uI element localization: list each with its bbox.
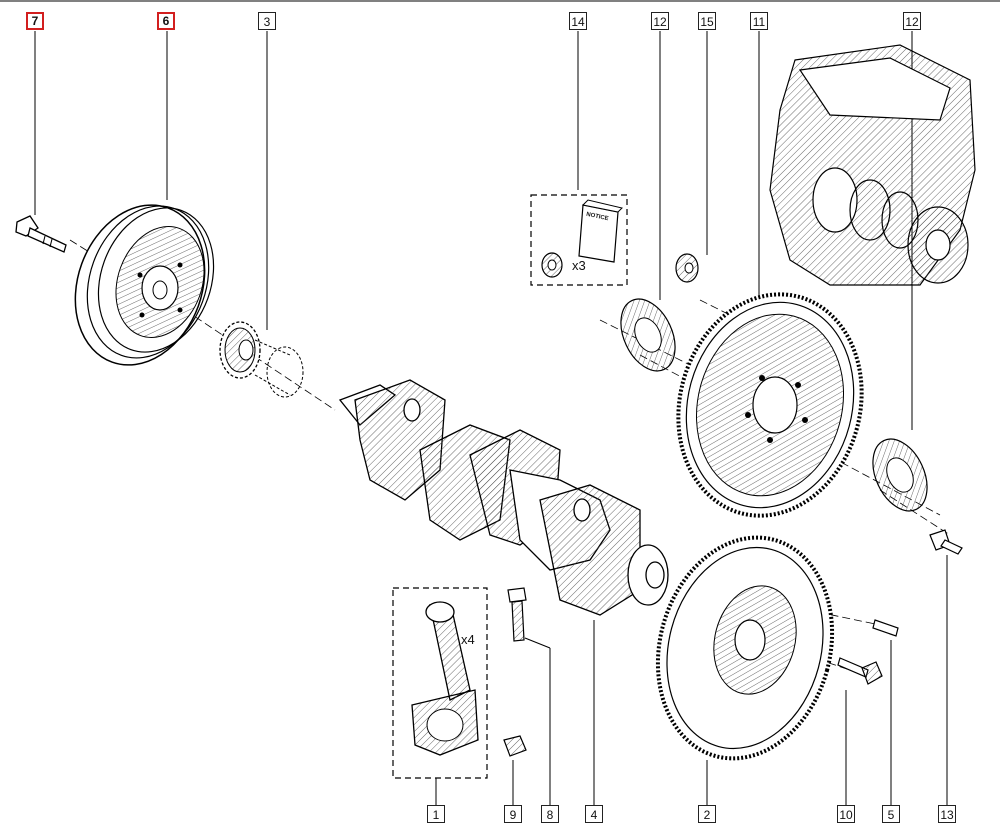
shim-plate-rear [872,438,928,512]
callout-1[interactable]: 1 [427,805,445,823]
flywheel-bolt [929,529,963,555]
callout-11[interactable]: 11 [750,12,768,30]
timing-sprocket [219,321,304,398]
rod-quantity-label: x4 [461,632,475,647]
bearing-kit [530,194,628,286]
pulley-bolt [15,215,67,253]
callout-6-highlighted[interactable]: 6 [157,12,175,30]
callout-7-highlighted[interactable]: 7 [26,12,44,30]
callout-4[interactable]: 4 [585,805,603,823]
kit-quantity-label: x3 [572,258,586,273]
callout-14[interactable]: 14 [569,12,587,30]
shim-plate-front [620,298,676,372]
engine-block [769,44,976,286]
callout-5[interactable]: 5 [882,805,900,823]
drive-plate-bolt [837,657,883,685]
rod-nut [503,735,527,757]
callout-2[interactable]: 2 [698,805,716,823]
callout-15[interactable]: 15 [698,12,716,30]
rod-bolt [507,587,527,642]
drive-plate [655,535,835,761]
callout-9[interactable]: 9 [504,805,522,823]
pilot-bearing [675,253,699,283]
callout-3[interactable]: 3 [258,12,276,30]
callout-12-left[interactable]: 12 [651,12,669,30]
flywheel [676,292,864,518]
crankshaft [338,379,669,616]
callout-8[interactable]: 8 [541,805,559,823]
callout-10[interactable]: 10 [837,805,855,823]
dowel-pin [872,619,899,637]
connecting-rod-kit [392,587,488,779]
callout-13[interactable]: 13 [938,805,956,823]
crankshaft-pulley [74,204,215,366]
callout-12-right[interactable]: 12 [903,12,921,30]
